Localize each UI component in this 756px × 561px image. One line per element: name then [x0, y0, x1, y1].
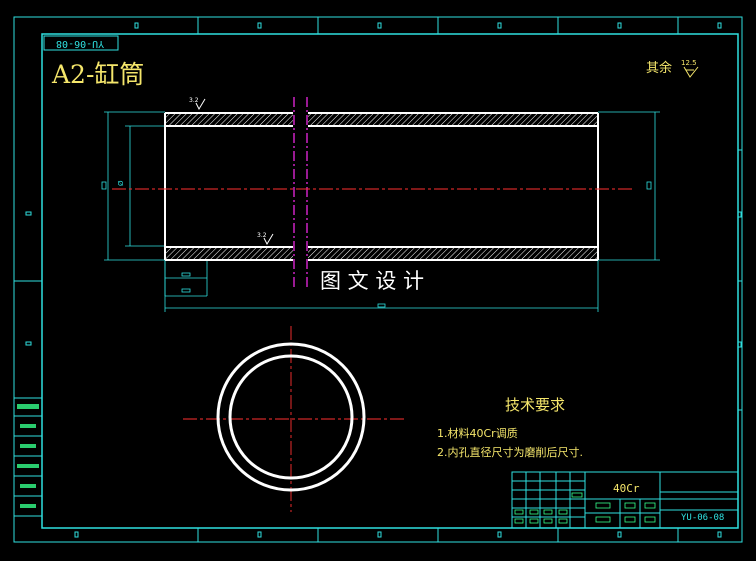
- title-block-code: YU-06-08: [681, 513, 725, 523]
- zone-marks: [25, 22, 742, 538]
- drawing-code-top: YU-06-08: [56, 38, 105, 49]
- code-box-top-left: [43, 35, 119, 51]
- finish-symbol-bottom: [263, 233, 274, 246]
- section-finish-value-2: 3.2: [257, 232, 267, 239]
- tube-outline: [164, 112, 599, 261]
- watermark-text: 图 文 设 计: [312, 268, 433, 295]
- left-stamp-text: [17, 404, 39, 508]
- bottom-wall-section: [165, 247, 598, 260]
- finish-symbol-top: [195, 98, 206, 111]
- section-finish-value-1: 3.2: [189, 97, 199, 104]
- surface-finish-rest-label: 其余: [646, 61, 673, 76]
- surface-finish-rest-value: 12.5: [681, 59, 697, 67]
- dimension-lines: [104, 111, 660, 312]
- bore-dimension-label: Ø: [117, 180, 125, 186]
- inner-circle: [228, 354, 354, 480]
- surface-finish-rest-icon: [683, 66, 699, 78]
- outer-circle: [216, 342, 366, 492]
- title-block: [511, 471, 739, 529]
- zone-ticks-top: [14, 17, 742, 542]
- title-block-material: 40Cr: [613, 482, 640, 495]
- break-gap: [293, 110, 308, 265]
- dimension-values: [101, 181, 652, 308]
- part-title: A2-缸筒: [52, 60, 145, 89]
- tech-requirements-title: 技术要求: [505, 396, 566, 414]
- title-block-fill-marks: [514, 492, 656, 524]
- tech-requirement-1: 1.材料40Cr调质: [437, 427, 518, 440]
- left-side-stamp: [13, 397, 43, 517]
- cutting-plane-lines: [293, 97, 308, 290]
- outer-border: [13, 16, 743, 543]
- tech-requirement-2: 2.内孔直径尺寸为磨削后尺寸.: [437, 446, 583, 459]
- top-wall-section: [165, 113, 598, 126]
